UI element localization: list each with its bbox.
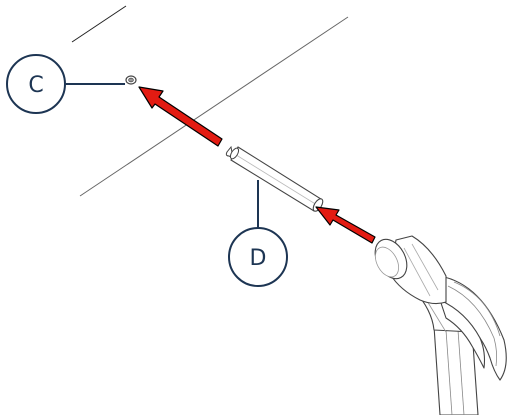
- callout-d-circle: [228, 227, 288, 287]
- panel-edge-line-top: [71, 5, 127, 43]
- callout-c-label: C: [28, 73, 43, 98]
- callout-c: C: [6, 54, 125, 114]
- pin-icon: [225, 145, 324, 212]
- callout-d: D: [228, 180, 288, 287]
- washer-icon: [125, 75, 137, 85]
- insert-arrow-lower: [315, 206, 376, 244]
- callout-c-circle: [6, 54, 66, 114]
- panel-edge-line-main: [79, 16, 349, 197]
- hammer-icon: [374, 235, 507, 415]
- callout-d-label: D: [250, 246, 267, 271]
- insert-arrow-upper: [138, 86, 223, 147]
